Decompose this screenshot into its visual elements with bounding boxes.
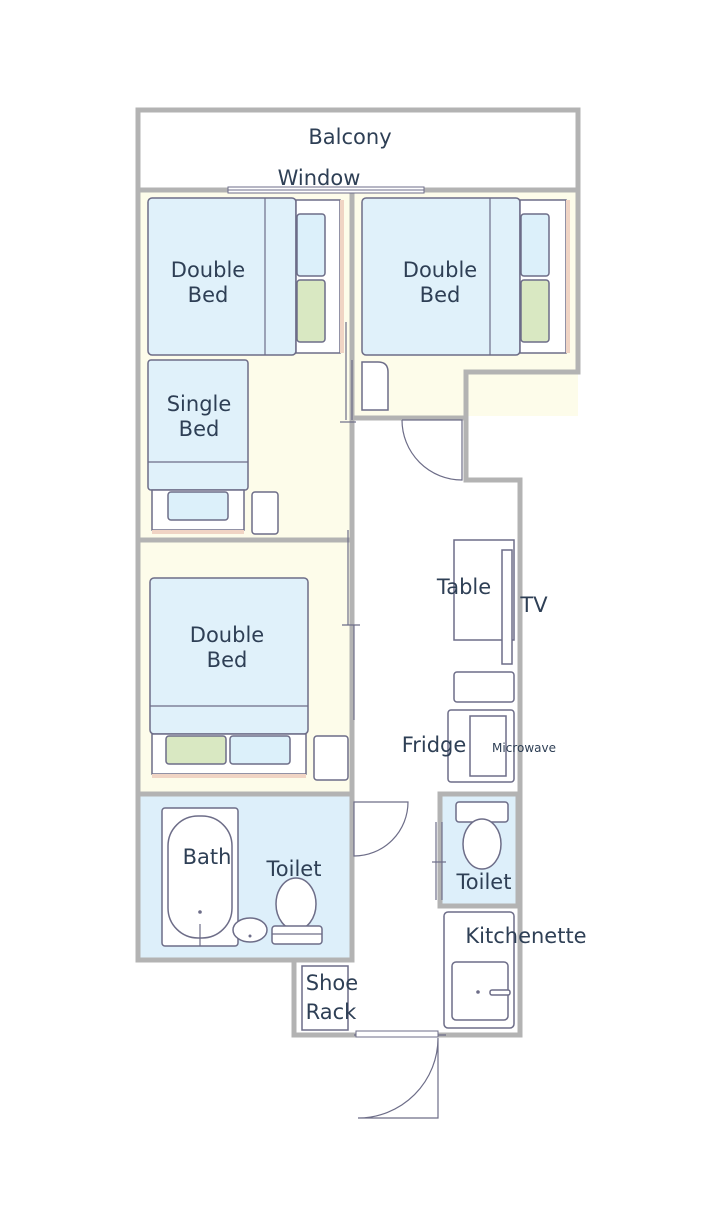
- double-bed-2: [361, 197, 570, 411]
- corridor-walls: [291, 372, 523, 1038]
- window: [227, 186, 425, 194]
- entrance-door: [357, 1037, 439, 1119]
- balcony-label: Balcony: [308, 125, 391, 149]
- window-label: Window: [278, 166, 361, 190]
- microwave-box: [469, 715, 507, 777]
- double-bed-1-label-line1: Double: [171, 258, 245, 282]
- wc-walls: [437, 791, 521, 909]
- double-bed-1-label-line2: Bed: [188, 283, 229, 307]
- bathroom-fixtures: [161, 807, 323, 947]
- wardrobe: [361, 361, 389, 411]
- toilet-bath-label: Toilet: [266, 857, 322, 881]
- rug: [340, 200, 344, 353]
- pillow-green: [296, 279, 326, 343]
- single-bed-label-line1: Single: [167, 392, 232, 416]
- double-bed-3: [149, 577, 349, 781]
- rug: [152, 774, 306, 778]
- sliding-doors: [340, 322, 446, 900]
- swing-doors: [353, 419, 463, 1119]
- corridor-furniture: [447, 539, 515, 783]
- nightstand: [251, 491, 279, 535]
- bath-label: Bath: [183, 845, 232, 869]
- bathroom-walls: [135, 791, 355, 963]
- single-bed-label-line2: Bed: [179, 417, 220, 441]
- microwave-label: Microwave: [492, 741, 556, 755]
- toilet-tank: [271, 925, 323, 945]
- kitchenette-fixtures: [443, 911, 515, 1029]
- double-bed-2-label-line1: Double: [403, 258, 477, 282]
- walls: [135, 107, 581, 1038]
- shoe-rack: [301, 965, 349, 1031]
- single-bed-pillow: [167, 491, 229, 521]
- double-bed-3-label-line1: Double: [190, 623, 264, 647]
- nightstand: [313, 735, 349, 781]
- pillow-blue: [296, 213, 326, 277]
- kitchenette-label: Kitchenette: [465, 924, 586, 948]
- wc-bowl: [462, 818, 502, 870]
- toilet-wc-label: Toilet: [456, 870, 512, 894]
- bathtub-inner: [167, 815, 233, 939]
- double-bed-2-label-line2: Bed: [420, 283, 461, 307]
- shelf: [453, 671, 515, 703]
- sink: [232, 917, 268, 943]
- table-label: Table: [436, 575, 491, 599]
- shoe-rack-label-line2: Rack: [306, 1000, 358, 1024]
- fridge-label: Fridge: [402, 733, 467, 757]
- tv: [501, 549, 513, 665]
- rug: [566, 200, 570, 353]
- bedroom-2-door: [401, 419, 463, 481]
- pillow-green: [165, 735, 227, 765]
- entrance-opening: [355, 1030, 439, 1038]
- double-bed-3-label-line2: Bed: [207, 648, 248, 672]
- toilet-bowl: [275, 877, 317, 931]
- pillow-green: [520, 279, 550, 343]
- single-bed: [147, 359, 279, 535]
- rug: [152, 530, 244, 534]
- bathroom-door: [353, 801, 409, 857]
- shoe-rack-label-line1: Shoe: [306, 971, 358, 995]
- labels: Balcony Window Double Bed Double Bed Sin…: [167, 125, 587, 1024]
- wc-fixtures: [455, 801, 509, 870]
- pillow-blue: [520, 213, 550, 277]
- double-bed-1: [147, 197, 344, 356]
- pillow-blue: [229, 735, 291, 765]
- tv-label: TV: [519, 593, 548, 617]
